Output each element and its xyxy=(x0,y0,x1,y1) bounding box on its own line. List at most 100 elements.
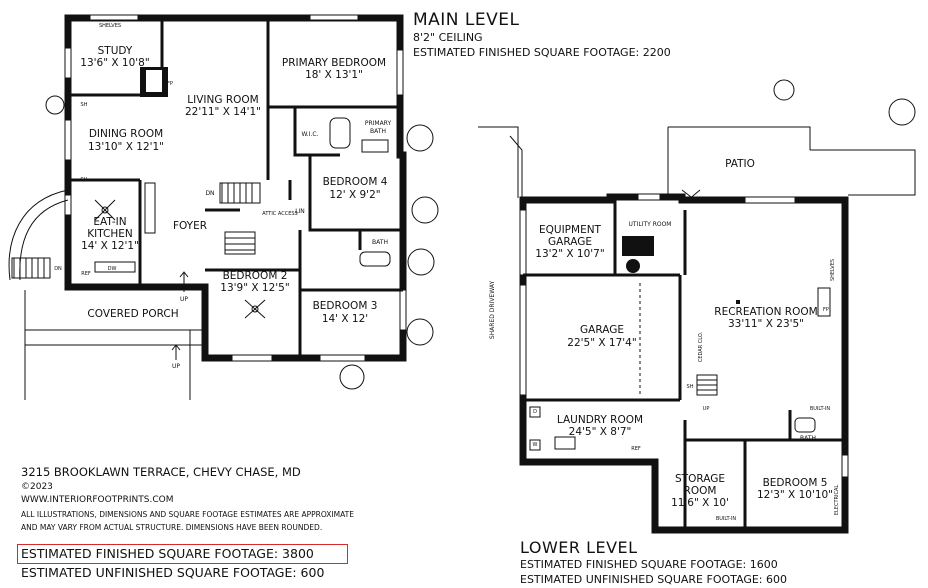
bedroom5-dims: 12'3" X 10'10" xyxy=(757,489,833,501)
foyer-up-label: UP xyxy=(180,296,188,303)
garage-dims: 22'5" X 17'4" xyxy=(567,337,636,349)
porch-up-arrow-icon xyxy=(171,344,181,360)
primary-bath-label-2: BATH xyxy=(370,128,386,135)
lower-level-trees xyxy=(773,79,916,126)
lower-level-interior-walls xyxy=(523,200,845,530)
lower-shelves-label: SHELVES xyxy=(830,259,836,281)
kitchen-ceiling-fan-icon xyxy=(94,199,116,221)
lower-bath-label: BATH xyxy=(800,435,816,442)
bedroom4-label: BEDROOM 4 xyxy=(323,176,388,188)
foyer-label: FOYER xyxy=(173,220,207,232)
porch-up-label: UP xyxy=(172,363,180,370)
main-level-sqft: ESTIMATED FINISHED SQUARE FOOTAGE: 2200 xyxy=(413,46,671,59)
equipment-garage-dims: 13'2" X 10'7" xyxy=(535,248,604,260)
lower-level-title: LOWER LEVEL xyxy=(520,538,638,557)
tree-icon xyxy=(888,98,916,126)
bedroom2-dims: 13'9" X 12'5" xyxy=(220,282,289,294)
total-finished-sqft: ESTIMATED FINISHED SQUARE FOOTAGE: 3800 xyxy=(21,546,314,561)
built-in-label-2: BUILT-IN xyxy=(716,516,737,522)
main-level-windows xyxy=(64,14,407,362)
tree-icon xyxy=(773,79,795,101)
water-heater-icon xyxy=(626,259,640,273)
tree-icon xyxy=(411,196,439,224)
bedroom2-ceiling-fan-icon xyxy=(244,299,266,319)
disclaimer-line-1: ALL ILLUSTRATIONS, DIMENSIONS AND SQUARE… xyxy=(21,510,354,519)
down-stairs-label: DN xyxy=(205,190,214,197)
disclaimer-line-2: AND MAY VARY FROM ACTUAL STRUCTURE. DIME… xyxy=(21,523,323,532)
kitchen-label-2: KITCHEN xyxy=(87,228,133,240)
living-room-label: LIVING ROOM xyxy=(187,94,258,106)
kitchen-label-1: EAT-IN xyxy=(93,216,126,228)
washer-label: W xyxy=(533,442,538,448)
linen-label: LIN xyxy=(295,208,305,215)
main-level-room-labels: STUDY 13'6" X 10'8" LIVING ROOM 22'11" X… xyxy=(80,45,387,325)
dw-label: DW xyxy=(108,266,117,272)
recreation-room-label: RECREATION ROOM xyxy=(714,306,817,318)
utility-room-label: UTILITY ROOM xyxy=(629,221,672,228)
shared-driveway-label: SHARED DRIVEWAY xyxy=(489,281,496,340)
total-sqft-highlight-box xyxy=(17,544,348,564)
main-level-interior-walls xyxy=(68,18,403,358)
tree-icon xyxy=(406,318,434,346)
covered-porch-label: COVERED PORCH xyxy=(87,308,178,320)
lower-level-windows xyxy=(519,193,849,478)
main-level-fixtures xyxy=(94,117,391,319)
total-unfinished-sqft: ESTIMATED UNFINISHED SQUARE FOOTAGE: 600 xyxy=(21,565,325,580)
kitchen-dims: 14' X 12'1" xyxy=(81,240,139,252)
storage-room-dims: 11'6" X 10' xyxy=(671,497,729,509)
main-level-porch xyxy=(8,189,205,400)
wic-label: W.I.C. xyxy=(302,131,319,138)
built-in-label: BUILT-IN xyxy=(810,406,831,412)
ref-label: REF xyxy=(81,271,91,277)
lower-level-exterior xyxy=(478,126,916,451)
storage-room-label-1: STORAGE xyxy=(675,473,725,485)
lower-level-room-labels: PATIO EQUIPMENT GARAGE 13'2" X 10'7" UTI… xyxy=(535,158,833,509)
bedroom3-dims: 14' X 12' xyxy=(322,313,368,325)
equipment-garage-label-2: GARAGE xyxy=(548,236,592,248)
electrical-label: ELECTRICAL xyxy=(834,485,840,516)
garage-label: GARAGE xyxy=(580,324,624,336)
main-level-trees xyxy=(45,95,439,390)
dryer-label: D xyxy=(533,409,537,415)
utility-equipment-icon xyxy=(622,236,654,256)
shrub-icon xyxy=(45,95,65,115)
study-dims: 13'6" X 10'8" xyxy=(80,57,149,69)
dining-room-label: DINING ROOM xyxy=(89,128,163,140)
bedroom4-dims: 12' X 9'2" xyxy=(329,189,380,201)
lower-level-sqft-finished: ESTIMATED FINISHED SQUARE FOOTAGE: 1600 xyxy=(520,558,778,571)
main-level-ceiling: 8'2" CEILING xyxy=(413,31,483,44)
sh-label-2: SH xyxy=(81,177,88,183)
foyer-up-arrow-icon xyxy=(179,271,189,292)
patio-label: PATIO xyxy=(725,158,755,170)
lower-level-small-labels: SHARED DRIVEWAY FP BUILT-IN BUILT-IN REF… xyxy=(489,259,840,522)
main-level-small-labels: SHELVES FP W.I.C. PRIMARY BATH BATH LIN … xyxy=(54,23,391,370)
shelves-label: SHELVES xyxy=(99,23,121,29)
lower-fireplace-label: FP xyxy=(823,307,829,313)
tree-icon xyxy=(406,124,434,152)
bedroom3-label: BEDROOM 3 xyxy=(313,300,378,312)
property-address: 3215 BROOKLAWN TERRACE, CHEVY CHASE, MD xyxy=(21,465,301,479)
primary-bedroom-label: PRIMARY BEDROOM xyxy=(282,57,386,69)
cedar-closet-label: CEDAR CLO. xyxy=(698,331,704,362)
storage-room-label-2: ROOM xyxy=(684,485,717,497)
living-room-dims: 22'11" X 14'1" xyxy=(185,106,261,118)
attic-access-label: ATTIC ACCESS xyxy=(262,211,297,217)
study-label: STUDY xyxy=(98,45,133,57)
main-level-title: MAIN LEVEL xyxy=(413,10,520,30)
lower-sh-label: SH xyxy=(687,384,694,390)
fireplace-label: FP xyxy=(167,81,173,87)
primary-bedroom-dims: 18' X 13'1" xyxy=(305,69,363,81)
lower-level-exterior-walls xyxy=(519,193,849,534)
laundry-room-dims: 24'5" X 8'7" xyxy=(569,426,632,438)
bath-label: BATH xyxy=(372,239,388,246)
lower-ref-label: REF xyxy=(631,446,641,452)
lower-up-label: UP xyxy=(703,406,710,412)
tree-icon xyxy=(407,248,435,276)
recreation-room-dims: 33'11" X 23'5" xyxy=(728,318,804,330)
laundry-room-label: LAUNDRY ROOM xyxy=(557,414,643,426)
dn-label-exterior: DN xyxy=(54,266,62,272)
sh-label: SH xyxy=(81,102,88,108)
bedroom2-label: BEDROOM 2 xyxy=(223,270,288,282)
primary-bath-label-1: PRIMARY xyxy=(365,120,392,127)
